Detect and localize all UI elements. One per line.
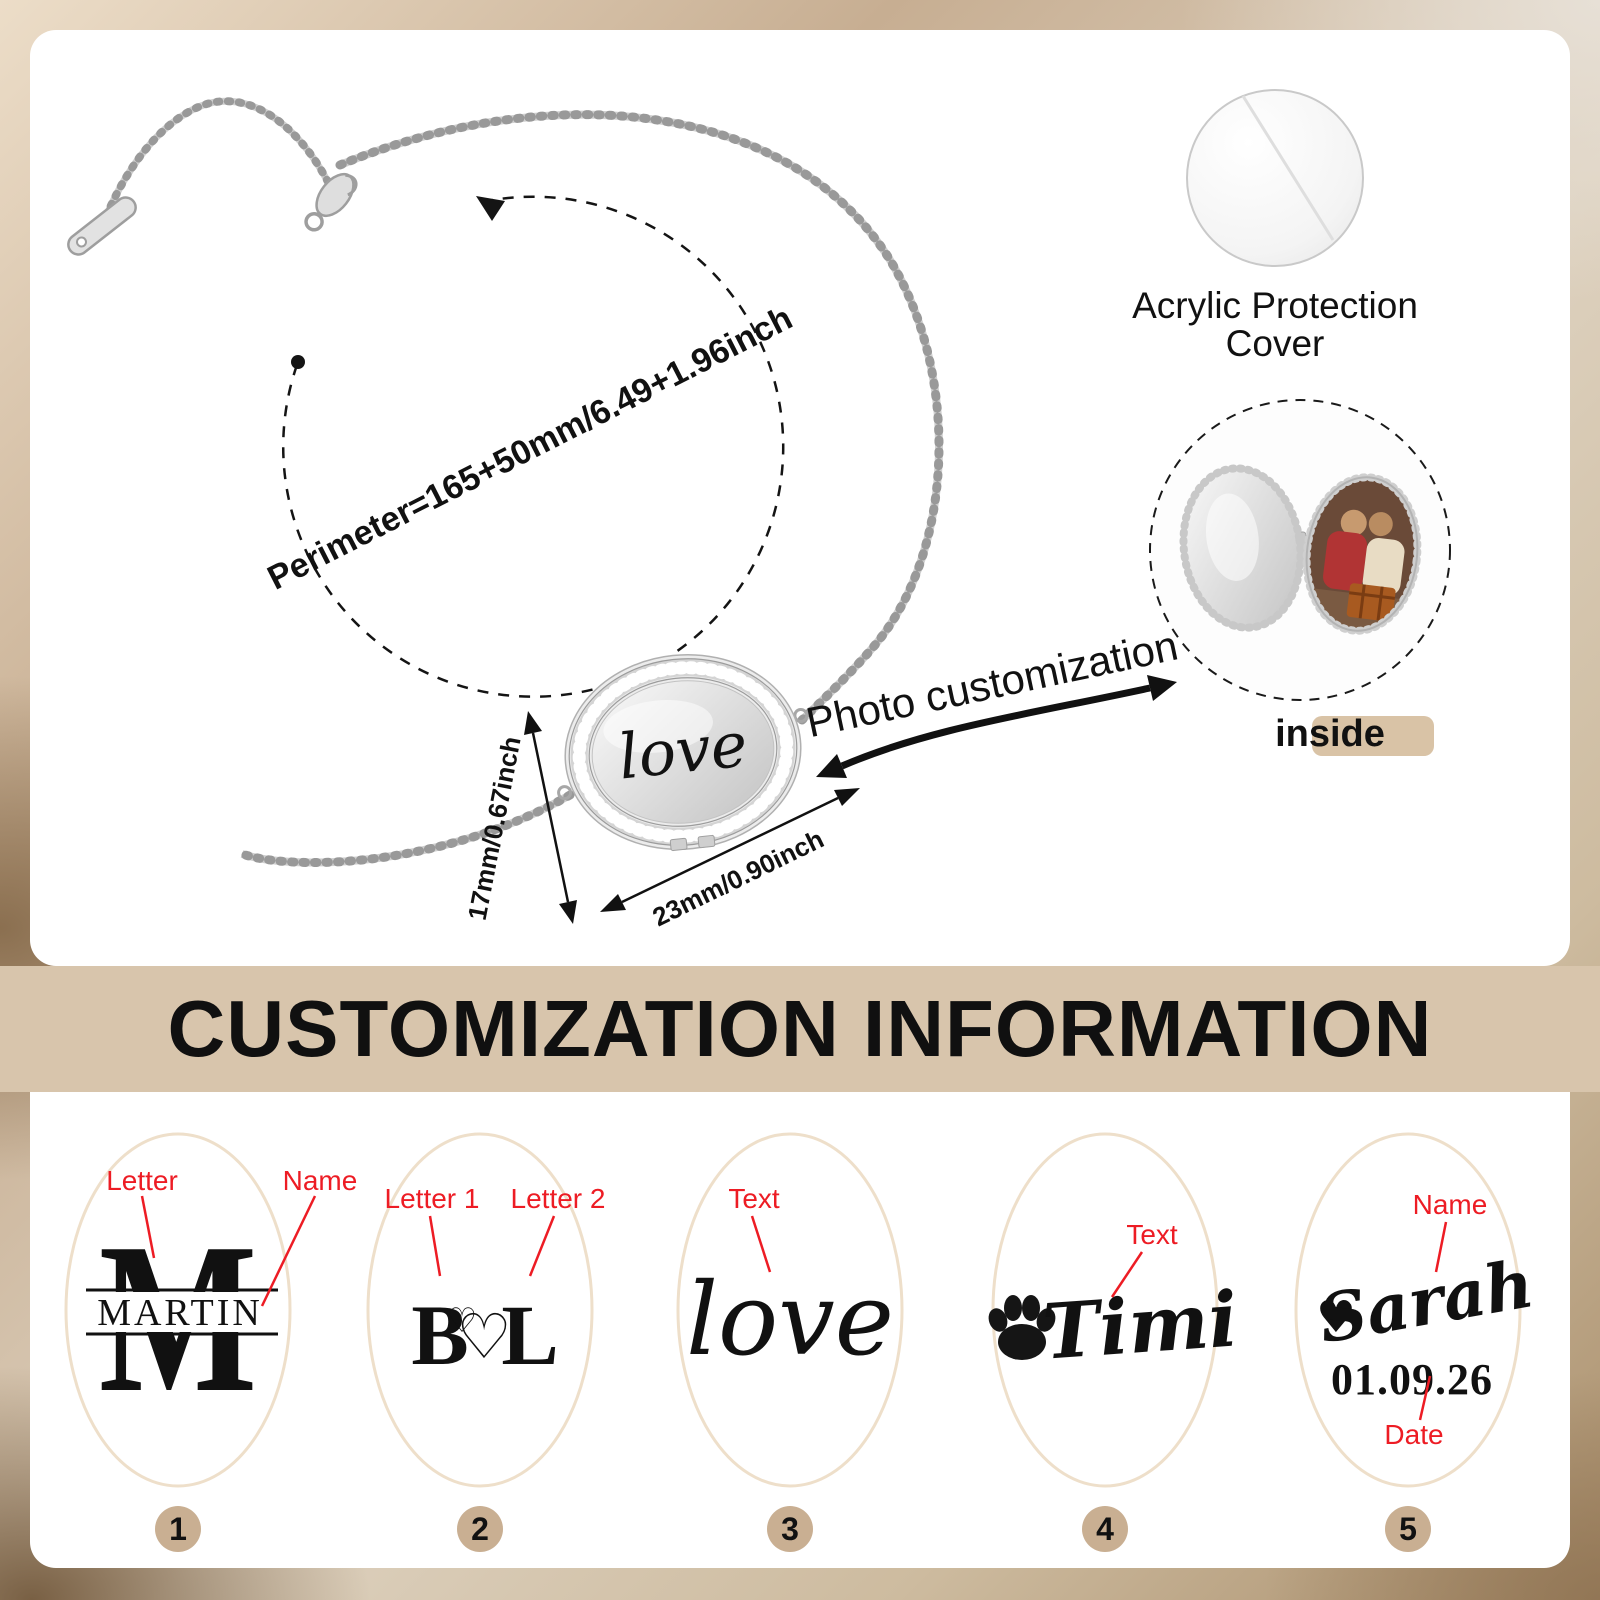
option-1-monogram-name: MARTIN [97,1292,263,1334]
option-5-date: 01.09.26 [1331,1355,1493,1404]
option-3-number: 3 [781,1511,799,1547]
extension-tag-icon [67,196,137,256]
photo-customization-label: Photo customization [802,622,1182,747]
option-5-date-annotation: Date [1384,1419,1443,1450]
pendant-engraving: love [615,707,751,793]
heart-outline-icon: ♡ [456,1300,512,1373]
customization-options: M MARTIN Letter Name B ♡ ♡ L Letter 1 Le… [64,1132,1539,1552]
acrylic-cover-label-line1: Acrylic Protection [1132,285,1418,326]
acrylic-disc-icon [1186,89,1364,267]
option-5-name-annotation: Name [1413,1189,1488,1220]
acrylic-cover: Acrylic Protection Cover [1132,89,1418,364]
locket-empty-half-icon [1179,464,1305,632]
bracelet-chain [104,97,944,868]
option-4-number: 4 [1096,1511,1114,1547]
heart-filled-icon: ♥ [1316,1292,1355,1343]
perimeter-arrowhead-icon [476,196,505,221]
locket-pendant: love [557,653,809,852]
option-2-letter2: L [501,1287,558,1383]
option-3-text: love Text [686,1183,894,1378]
option-1-letter-annotation: Letter [106,1165,178,1196]
banner-title: CUSTOMIZATION INFORMATION [167,984,1433,1073]
option-2-letter1: B [411,1287,468,1383]
option-2-number: 2 [471,1511,489,1547]
customization-banner: CUSTOMIZATION INFORMATION [0,966,1600,1092]
option-1-split-monogram: M MARTIN Letter Name [80,1165,357,1437]
option-4-sample-text: Timi [1040,1274,1240,1376]
option-5-number-badge [1385,1506,1431,1552]
option-3-number-badge [767,1506,813,1552]
acrylic-cover-label-line2: Cover [1226,323,1325,364]
option-4-paw-text: Timi Text [988,1219,1240,1377]
option-2-oval [366,1132,594,1488]
option-4-number-badge [1082,1506,1128,1552]
customization-options-panel: M MARTIN Letter Name B ♡ ♡ L Letter 1 Le… [30,1092,1570,1568]
option-1-number-badge [155,1506,201,1552]
product-panel: Perimeter=165+50mm/6.49+1.96inch love [30,30,1570,966]
inside-label: inside [1275,713,1385,755]
perimeter-guide: Perimeter=165+50mm/6.49+1.96inch [262,195,799,698]
option-number-badges: 1 2 3 4 5 [155,1506,1431,1552]
option-1-number: 1 [169,1511,187,1547]
open-locket-view: inside [1149,399,1451,756]
perimeter-dot-icon [291,355,305,369]
option-5-oval [1294,1132,1522,1488]
lobster-clasp-icon [304,172,358,232]
option-1-name-annotation: Name [283,1165,358,1196]
option-2-letters-heart: B ♡ ♡ L Letter 1 Letter 2 [385,1183,606,1383]
option-5-number: 5 [1399,1511,1417,1547]
option-3-text-annotation: Text [728,1183,780,1214]
option-4-text-annotation: Text [1126,1219,1178,1250]
option-2-letter2-annotation: Letter 2 [511,1183,606,1214]
inside-label-highlight [1312,716,1434,756]
height-dimension-label: 17mm/0.67inch [462,734,527,923]
heart-outline-small-icon: ♡ [447,1301,477,1341]
paw-icon [988,1295,1056,1360]
product-illustration: Perimeter=165+50mm/6.49+1.96inch love [67,89,1451,932]
perimeter-label: Perimeter=165+50mm/6.49+1.96inch [262,299,799,598]
option-2-number-badge [457,1506,503,1552]
photo-customization-arrow: Photo customization [802,622,1182,778]
option-3-sample-text: love [686,1261,894,1378]
option-2-letter1-annotation: Letter 1 [385,1183,480,1214]
option-3-oval [676,1132,904,1488]
